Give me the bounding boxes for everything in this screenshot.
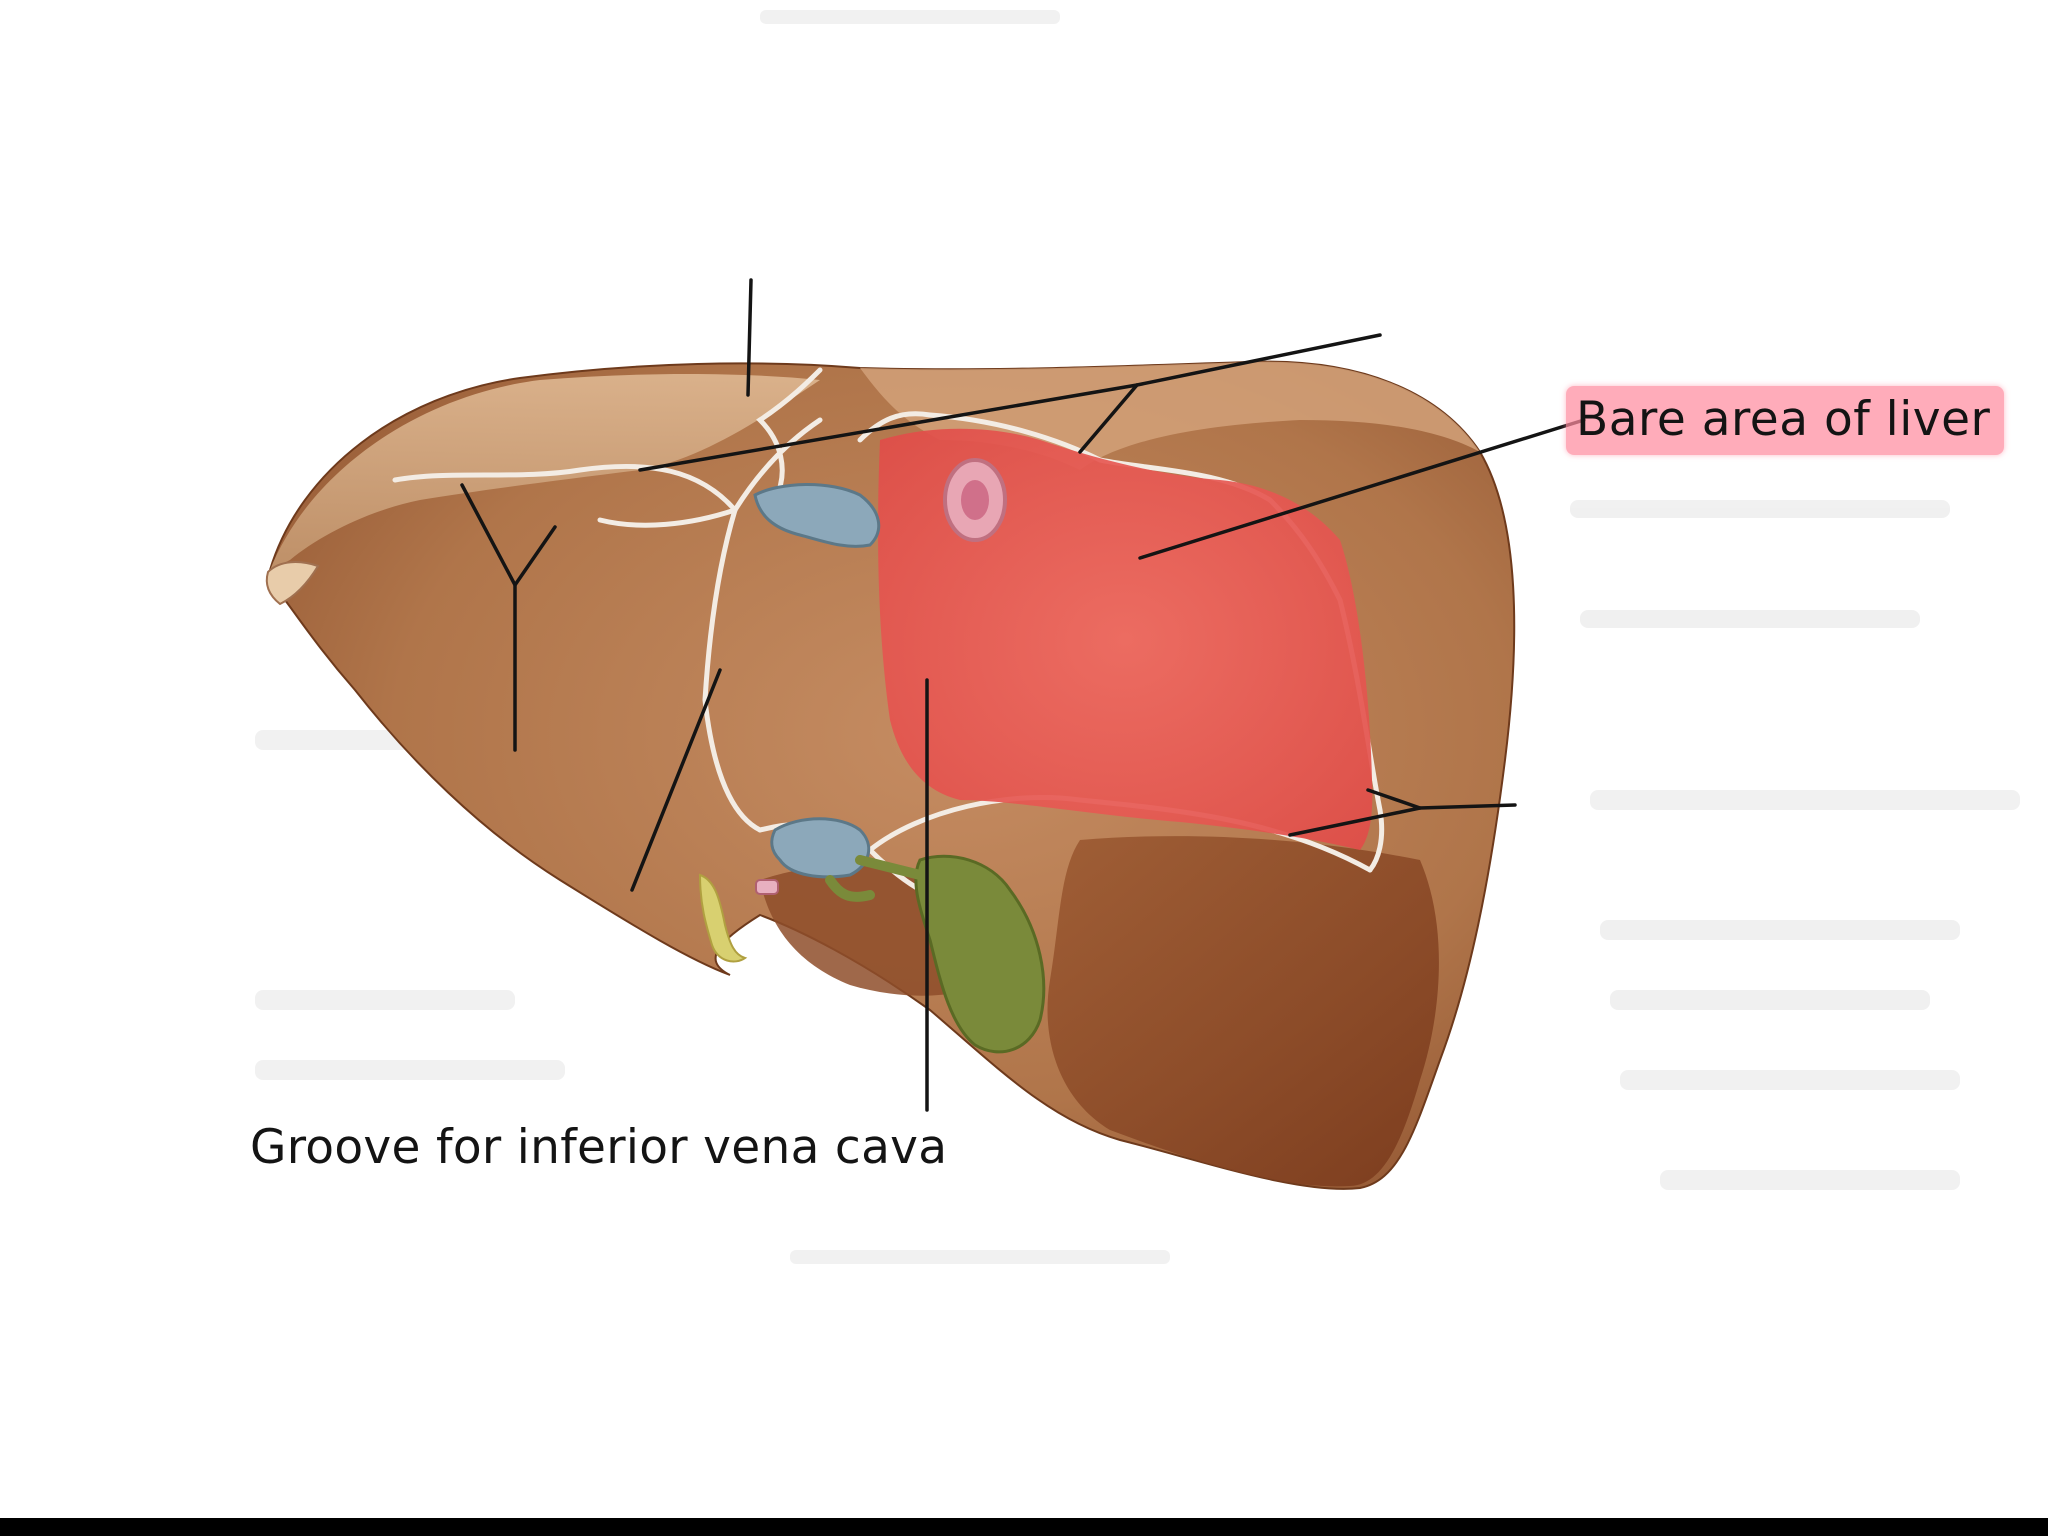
leader-line-bare-area — [1138, 418, 1586, 560]
bare-area-label: Bare area of liver — [1566, 386, 2005, 455]
bare-area-region — [878, 428, 1373, 850]
leader-line-right-coronary-branch — [1288, 806, 1422, 837]
gallbladder — [914, 854, 1046, 1054]
vein-opening-lumen — [961, 480, 989, 520]
groove-ivc-label: Groove for inferior vena cava — [250, 1120, 948, 1175]
liver-inferior-shadow — [1047, 836, 1439, 1187]
leader-lines — [460, 278, 1586, 1112]
ivc-vessels — [753, 483, 881, 879]
small-vessel-marker — [755, 879, 779, 895]
leader-line-fissure — [630, 668, 722, 892]
cystic-ducts — [825, 855, 925, 902]
left-lobe-tip — [265, 561, 320, 606]
leader-line-coronary-branch — [1078, 383, 1139, 454]
ligament-strip — [698, 873, 748, 963]
faint-background-marks — [255, 10, 2020, 1264]
bottom-bar — [0, 1518, 2048, 1536]
leader-line-top — [746, 278, 753, 397]
